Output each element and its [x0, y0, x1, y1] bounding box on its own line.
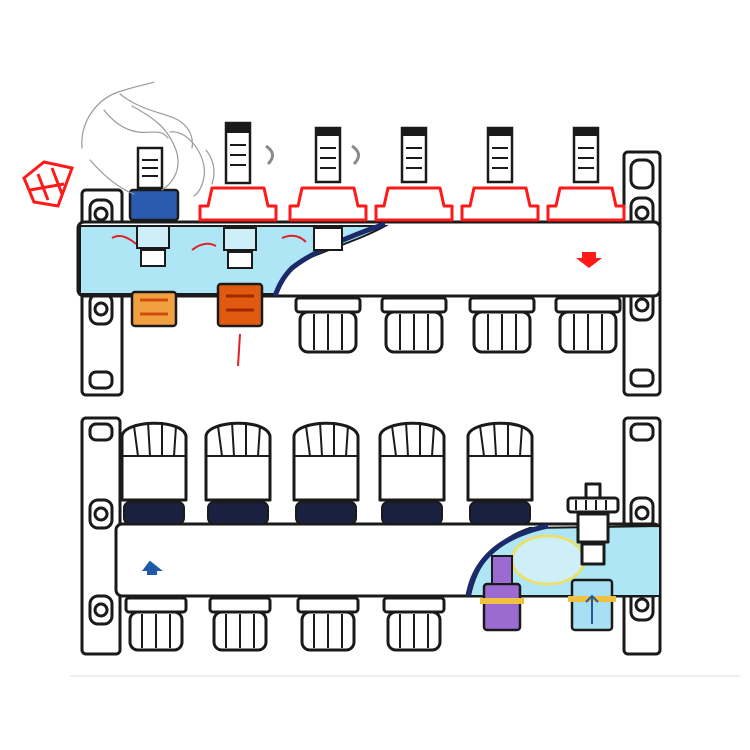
- rotate-arrow-icon: [265, 144, 274, 166]
- flow-meter-1: [128, 146, 180, 267]
- thermostatic-head-icon: [378, 421, 446, 525]
- pipe-connector: [294, 296, 362, 354]
- flow-meter-6: [546, 126, 626, 222]
- brass-blue-fitting: [568, 578, 616, 632]
- flow-meter-2: [198, 121, 278, 269]
- thermostatic-head-icon: [204, 421, 272, 525]
- brass-fitting-2: [216, 282, 264, 367]
- bottom-pipe-connectors: [124, 596, 446, 652]
- pipe-connector: [208, 596, 272, 652]
- flow-meter-3: [288, 126, 368, 251]
- pipe-connector: [124, 596, 188, 652]
- bottom-left-bracket: [80, 416, 122, 656]
- bottom-manifold: [80, 416, 662, 656]
- brass-fitting-1: [130, 290, 178, 328]
- thermostatic-head-icon: [292, 421, 360, 525]
- pipe-connector: [468, 296, 536, 354]
- pipe-connector: [296, 596, 360, 652]
- flow-meter-4: [374, 126, 454, 222]
- top-manifold: [22, 81, 662, 397]
- pipe-connector: [554, 296, 622, 354]
- hand-icon: [81, 81, 215, 197]
- red-cap-icon: [374, 186, 454, 222]
- flow-arrow-icon: [191, 242, 217, 251]
- thermostatic-heads: [120, 421, 534, 525]
- rotate-arrow-icon: [351, 144, 360, 166]
- pipe-connector: [382, 596, 446, 652]
- top-pipe-connectors: [294, 296, 622, 354]
- red-cap-icon: [22, 160, 75, 208]
- blue-up-arrow-icon: [142, 560, 163, 575]
- purple-fitting: [480, 555, 524, 632]
- flow-arrow-icon: [585, 594, 599, 624]
- red-down-arrow-icon: [576, 252, 602, 268]
- flow-arrow-icon: [237, 333, 241, 367]
- thermostatic-head-icon: [120, 421, 188, 525]
- red-cap-icon: [460, 186, 540, 222]
- pipe-connector: [380, 296, 448, 354]
- flow-arrow-icon: [281, 234, 307, 243]
- red-cap-icon: [198, 186, 278, 222]
- flow-arrow-icon: [111, 235, 137, 245]
- flow-meter-5: [460, 126, 540, 222]
- red-cap-icon: [546, 186, 626, 222]
- thermostatic-head-icon: [466, 421, 534, 525]
- red-cap-icon: [288, 186, 368, 222]
- pump-valve-icon: [566, 482, 620, 566]
